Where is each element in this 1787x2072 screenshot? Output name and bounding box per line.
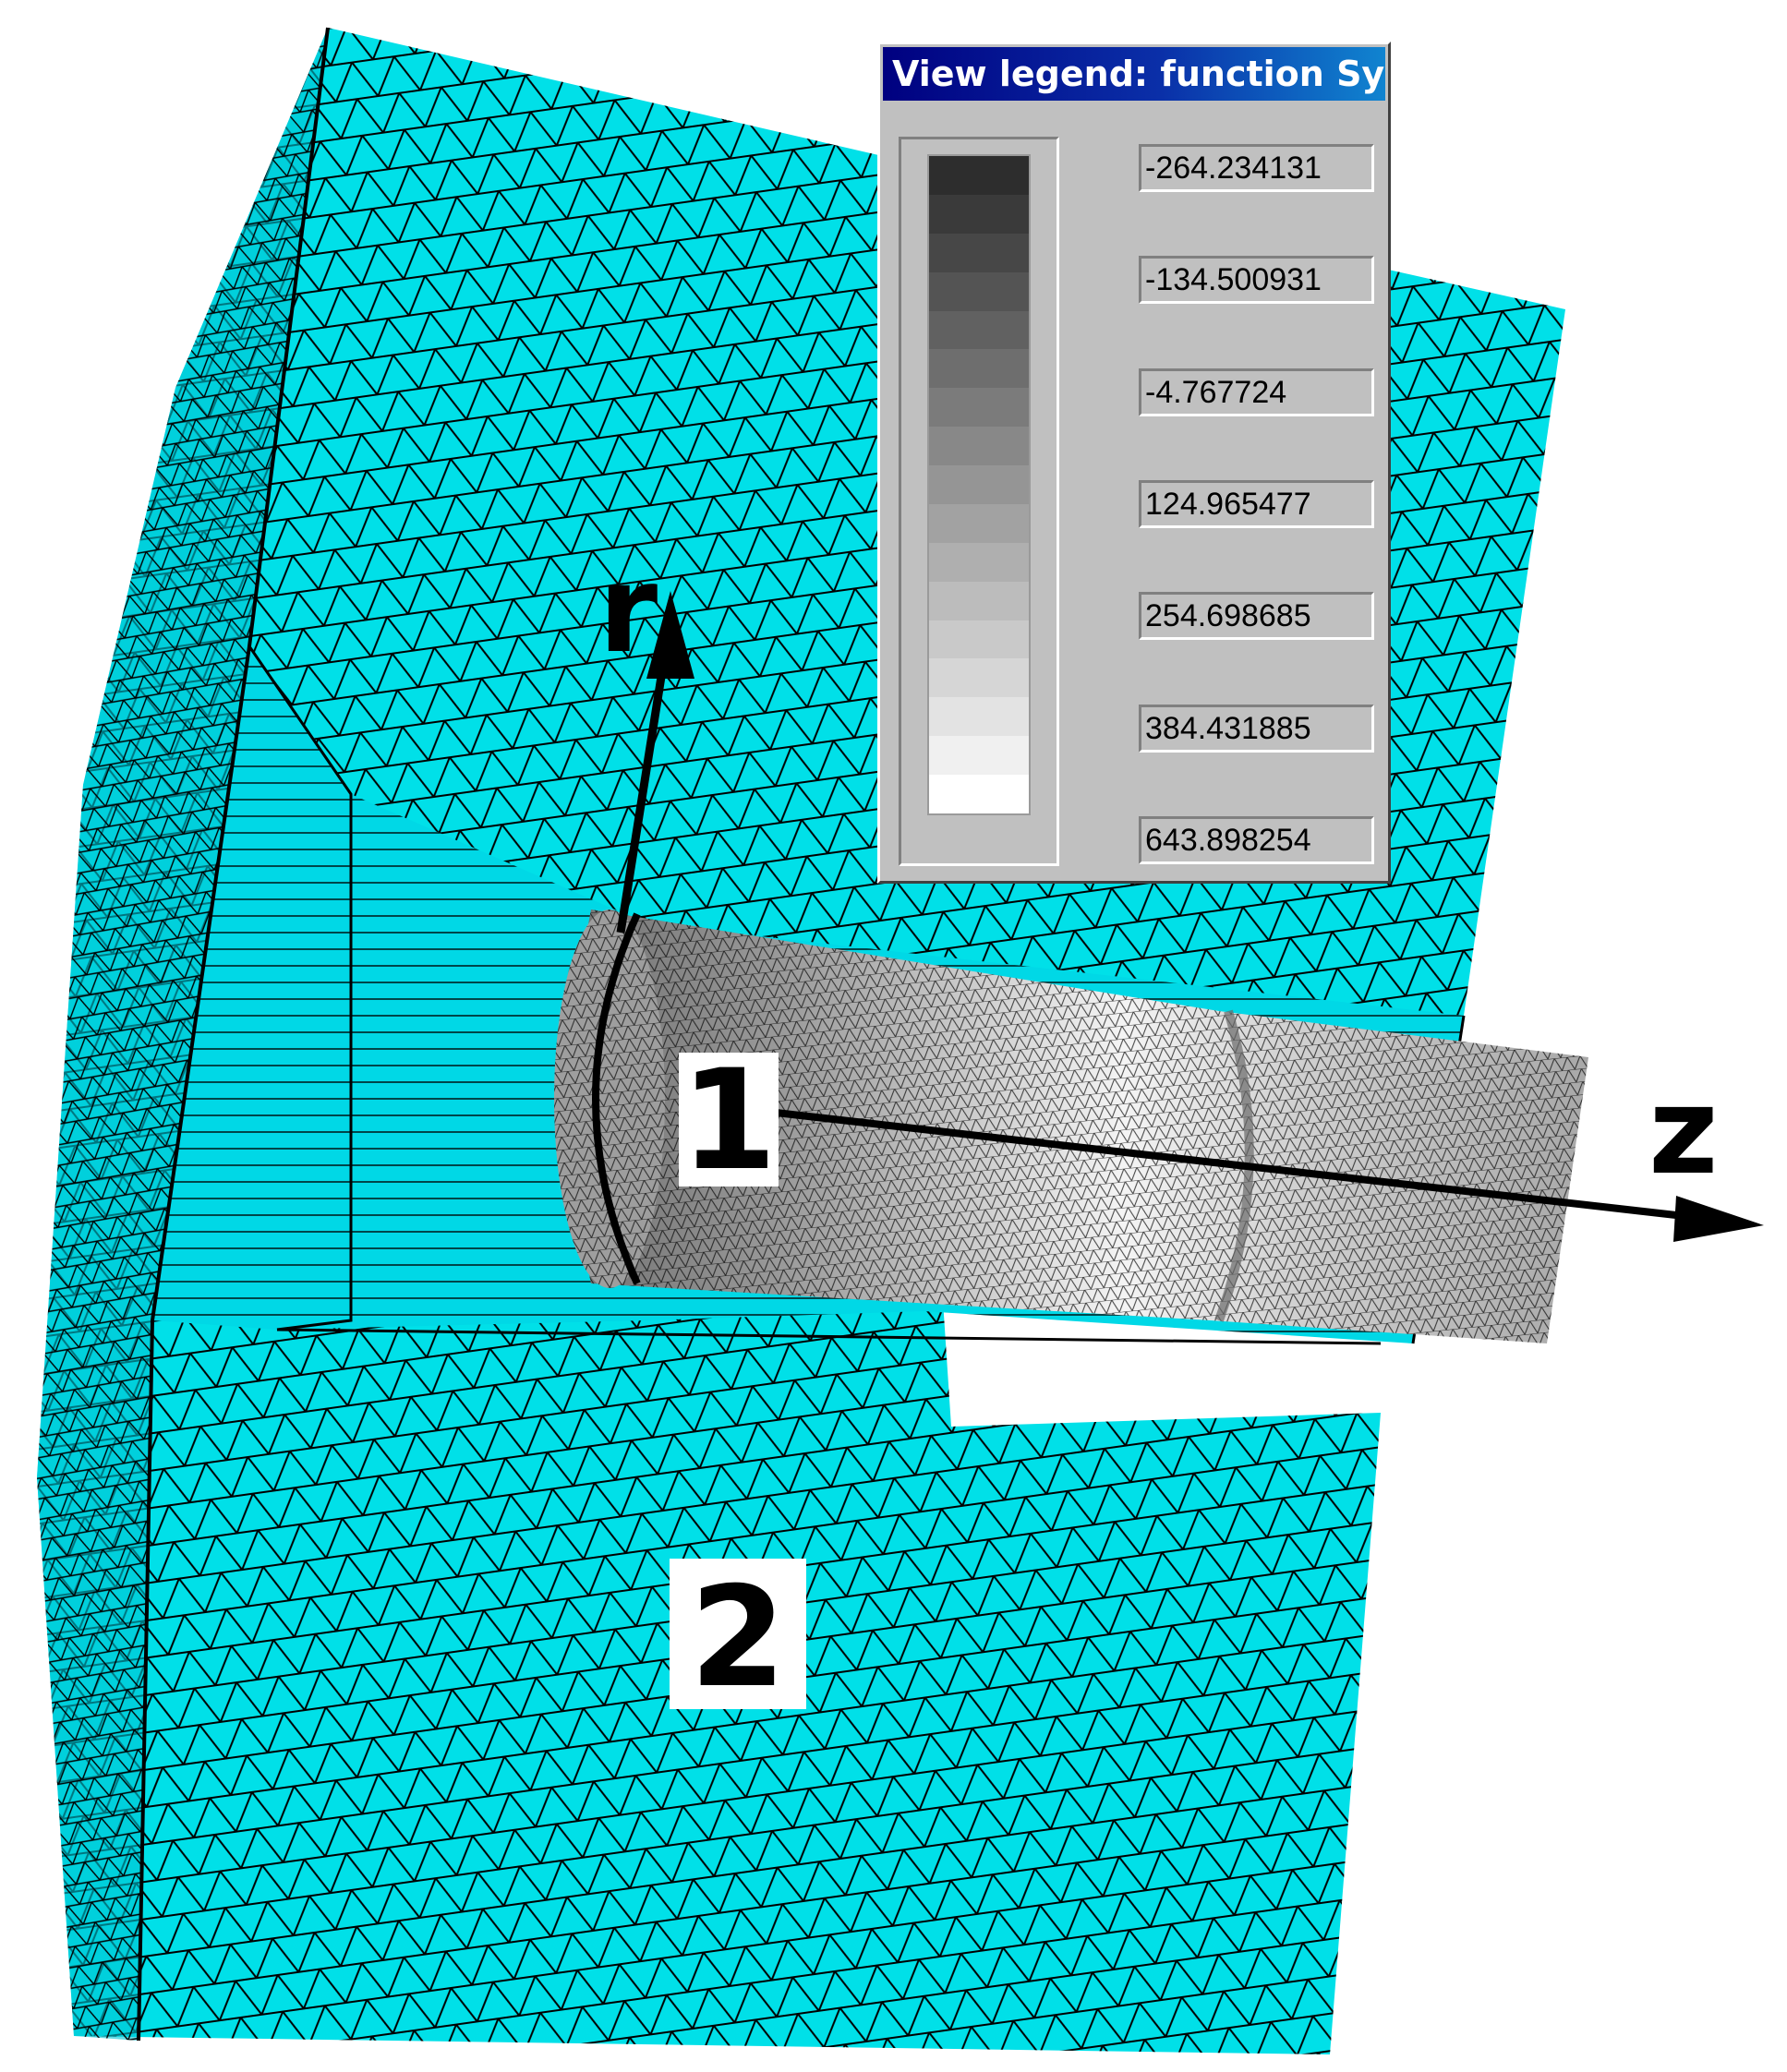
ramp-step bbox=[929, 581, 1029, 620]
axis-r-label: r bbox=[598, 539, 658, 680]
legend-titlebar[interactable]: View legend: function Sy bbox=[883, 47, 1385, 101]
part-2-label: 2 bbox=[690, 1558, 786, 1718]
ramp-step bbox=[929, 310, 1029, 350]
legend-value-field: 384.431885 bbox=[1139, 704, 1374, 753]
ramp-step bbox=[929, 658, 1029, 698]
legend-value-field: 643.898254 bbox=[1139, 816, 1374, 864]
legend-value-field: -4.767724 bbox=[1139, 367, 1374, 416]
axis-r bbox=[616, 591, 694, 934]
ramp-step bbox=[929, 156, 1029, 195]
axis-z bbox=[775, 1109, 1764, 1242]
ramp-step bbox=[929, 620, 1029, 659]
ramp-step bbox=[929, 271, 1029, 311]
axis-z-label: z bbox=[1648, 1061, 1719, 1201]
ramp-step bbox=[929, 542, 1029, 582]
part-2-label-box: 2 bbox=[670, 1558, 806, 1718]
ramp-step bbox=[929, 465, 1029, 504]
ramp-step bbox=[929, 194, 1029, 234]
view-legend-window[interactable]: View legend: function Sy -264.234131 -134… bbox=[877, 42, 1391, 884]
ramp-step bbox=[929, 388, 1029, 428]
ramp-step bbox=[929, 427, 1029, 465]
ramp-step bbox=[929, 736, 1029, 775]
ramp-step bbox=[929, 233, 1029, 272]
ramp-step bbox=[929, 775, 1029, 813]
inner-rod-stress bbox=[554, 910, 1588, 1343]
legend-color-panel bbox=[899, 137, 1059, 866]
legend-value-field: -264.234131 bbox=[1139, 144, 1374, 192]
part-1-label: 1 bbox=[681, 1041, 777, 1201]
ramp-step bbox=[929, 503, 1029, 543]
legend-color-ramp bbox=[927, 154, 1031, 815]
legend-value-field: -134.500931 bbox=[1139, 256, 1374, 305]
ramp-step bbox=[929, 697, 1029, 737]
legend-values: -264.234131 -134.500931 -4.767724 124.96547… bbox=[1139, 144, 1374, 864]
part-1-label-box: 1 bbox=[679, 1041, 779, 1201]
legend-value-field: 124.965477 bbox=[1139, 480, 1374, 528]
legend-value-field: 254.698685 bbox=[1139, 592, 1374, 641]
ramp-step bbox=[929, 349, 1029, 389]
